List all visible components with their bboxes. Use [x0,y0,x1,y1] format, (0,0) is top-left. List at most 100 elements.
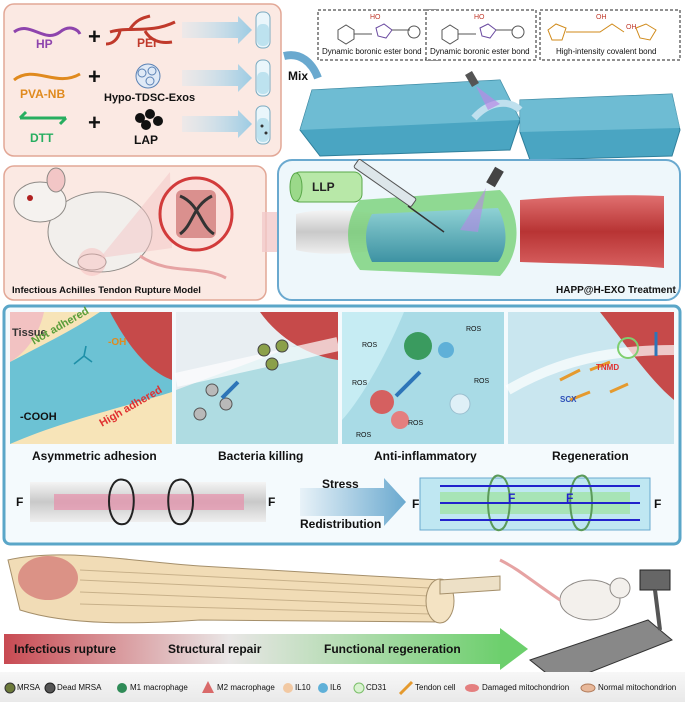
hp-label: HP [36,37,53,51]
legend-il10: IL10 [295,683,311,692]
legend-m2-macrophage: M2 macrophage [217,683,275,692]
redistribution-label: Redistribution [300,517,382,531]
ho-label-2: HO [474,14,485,21]
ros-label-4: ROS [352,380,368,387]
model-title: Infectious Achilles Tendon Rupture Model [12,285,201,296]
damaged-mitochondrion-icon [465,684,479,692]
legend-m1-macrophage: M1 macrophage [130,683,188,692]
scx-label: SCX [560,395,577,404]
arrow-row-2 [182,64,252,92]
test-tube-1 [255,11,271,49]
hp-polymer-line [13,26,82,37]
pei-label: PEI [137,36,157,50]
caption-bacteria-killing: Bacteria killing [218,449,304,463]
m1-macrophage-icon [117,683,127,693]
pva-nb-polymer-line [13,72,81,82]
uv-light-icon [465,70,500,110]
tnmd-label: TNMD [596,363,620,372]
bond-label-1: Dynamic boronic ester bond [322,47,422,56]
ros-label-2: ROS [466,326,482,333]
ros-label-3: ROS [474,378,490,385]
muscle-right [520,195,664,268]
progress-bar [4,634,504,664]
lap-icon [135,109,163,130]
treatment-label: HAPP@H-EXO Treatment [556,285,676,296]
tendon-cell-icon [398,680,414,696]
ros-label-5: ROS [356,432,372,439]
subpanel-asymmetric-adhesion [10,312,172,444]
caption-asymmetric-adhesion: Asymmetric adhesion [32,449,157,463]
legend-damaged-mitochondrion: Damaged mitochondrion [482,683,570,692]
tissue-label: Tissue [12,327,47,339]
pei-branched-polymer [105,14,176,46]
zoom-cone [100,172,172,258]
plus-1: + [88,24,101,49]
oh-label-4: OH [626,24,637,31]
mrsa-icon [4,682,16,694]
plus-2: + [88,64,101,89]
subpanel-regeneration [505,312,675,444]
oh-group-label: -OH [108,337,127,348]
cd31-icon [353,682,365,694]
covalent-bond-structure [547,23,657,41]
boronic-ester-structure-2 [441,23,525,45]
legend-normal-mitochondrion: Normal mitochondrion [598,683,677,692]
exos-icon [135,63,161,89]
subpanel-bacteria-killing [174,312,340,444]
dead-mrsa-icon [44,682,56,694]
stage-structural-repair: Structural repair [168,642,262,656]
ros-label-1: ROS [362,342,378,349]
legend-dead-mrsa: Dead MRSA [57,683,102,692]
llp-roll [289,171,363,203]
arrow-row-1 [182,16,252,44]
cooh-group-label: -COOH [20,411,57,423]
progress-bar-head [500,628,528,670]
m2-macrophage-icon [202,681,214,693]
il6-icon [318,683,328,693]
caption-anti-inflammatory: Anti-inflammatory [374,449,477,463]
legend-mrsa: MRSA [17,683,41,692]
mix-arrow [283,51,322,80]
legend-band [0,672,685,702]
test-tube-3 [255,105,271,145]
stress-label: Stress [322,477,359,491]
plus-3: + [88,110,101,135]
bond-label-3: High-intensity covalent bond [556,47,657,56]
treadmill-illustration [499,558,673,685]
stage-functional-regeneration: Functional regeneration [324,642,461,656]
stage-infectious-rupture: Infectious rupture [14,642,117,656]
normal-mitochondrion-icon [580,683,596,693]
dtt-label: DTT [30,131,54,145]
arrow-row-3 [182,110,252,138]
stress-right-tendon [419,474,651,531]
force-label-right-3: F [566,491,574,505]
force-label-right-2: F [508,491,516,505]
caption-regeneration: Regeneration [552,449,629,463]
gel-core [366,208,506,262]
legend-il6: IL6 [330,683,342,692]
dtt-icon [18,110,68,126]
stress-left-tendon [30,478,266,526]
test-tube-2 [255,59,271,97]
pva-nb-label: PVA-NB [20,87,66,101]
exos-label: Hypo-TDSC-Exos [104,92,196,104]
force-label-left-1: F [16,495,24,509]
subpanel-anti-inflammatory [342,312,504,444]
stress-arrow [300,478,406,526]
force-label-right-1: F [412,497,420,511]
legend-tendon-cell: Tendon cell [415,683,456,692]
legend-cd31: CD31 [366,683,387,692]
boronic-ester-structure-1 [337,23,421,45]
force-label-right-4: F [654,497,662,511]
syringe-icon [353,159,445,233]
bond-box-2 [425,9,537,61]
healing-illustration [7,554,501,624]
ho-label-1: HO [370,14,381,21]
il10-icon [283,683,293,693]
force-label-left-2: F [268,495,276,509]
ros-label-6: ROS [408,420,424,427]
mix-label: Mix [288,69,309,83]
treatment-uv-icon [460,166,504,232]
oh-label-3: OH [596,14,607,21]
